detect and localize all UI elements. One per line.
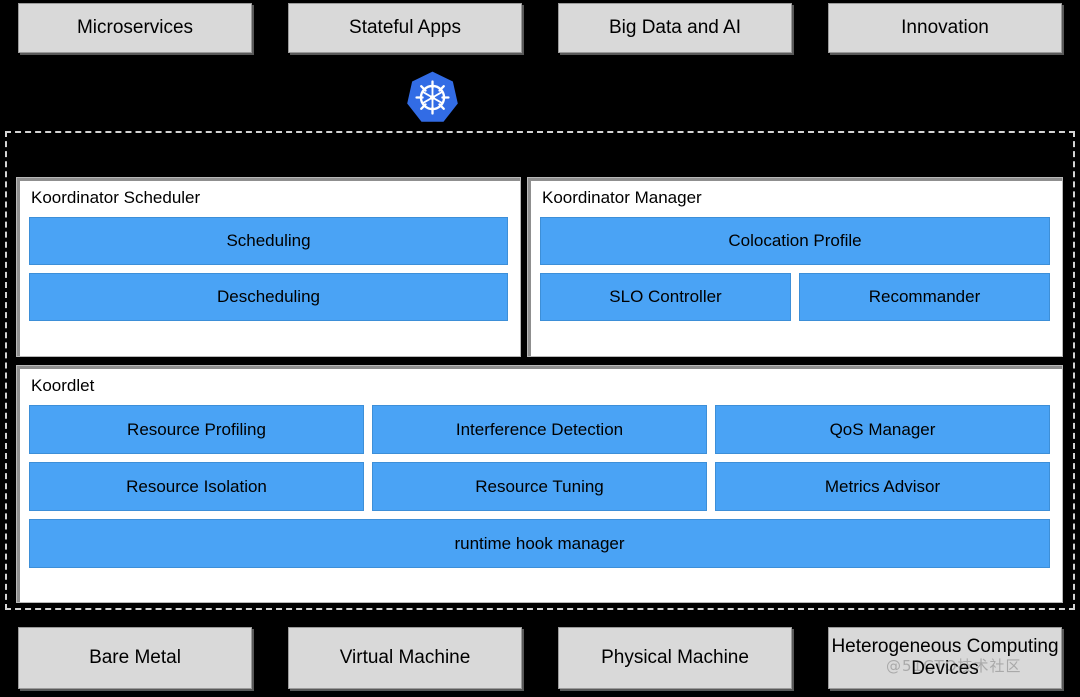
module-slo-controller[interactable]: SLO Controller [540,273,791,321]
infrastructure-box-bare-metal[interactable]: Bare Metal [18,627,252,689]
workload-slot: Stateful Apps [270,0,540,56]
koordlet-module-row: Resource Isolation Resource Tuning Metri… [29,462,1050,511]
infrastructure-box-physical-machine[interactable]: Physical Machine [558,627,792,689]
panel-title-koordlet: Koordlet [31,376,95,395]
module-resource-isolation[interactable]: Resource Isolation [29,462,364,511]
module-qos-manager[interactable]: QoS Manager [715,405,1050,454]
infrastructure-box-virtual-machine[interactable]: Virtual Machine [288,627,522,689]
kubernetes-icon [405,70,460,125]
infrastructure-box-heterogeneous-computing-devices[interactable]: Heterogeneous Computing Devices [828,627,1062,689]
infrastructure-slot: Physical Machine [540,622,810,697]
manager-module-row: SLO Controller Recommander [540,273,1050,321]
panel-title-manager: Koordinator Manager [542,188,702,207]
koordinator-container [5,131,1075,610]
infrastructure-row: Bare Metal Virtual Machine Physical Mach… [0,622,1080,697]
module-resource-profiling[interactable]: Resource Profiling [29,405,364,454]
infrastructure-slot: Bare Metal [0,622,270,697]
module-runtime-hook-manager[interactable]: runtime hook manager [29,519,1050,568]
workload-slot: Big Data and AI [540,0,810,56]
panel-koordinator-scheduler: Koordinator Scheduler Scheduling Desched… [16,177,521,357]
workload-box-stateful-apps[interactable]: Stateful Apps [288,3,522,53]
module-descheduling[interactable]: Descheduling [29,273,508,321]
panel-koordlet: Koordlet Resource Profiling Interference… [16,365,1063,603]
infrastructure-slot: Virtual Machine [270,622,540,697]
workload-box-microservices[interactable]: Microservices [18,3,252,53]
infrastructure-slot: Heterogeneous Computing Devices [810,622,1080,697]
module-colocation-profile[interactable]: Colocation Profile [540,217,1050,265]
module-resource-tuning[interactable]: Resource Tuning [372,462,707,511]
workload-row: Microservices Stateful Apps Big Data and… [0,0,1080,56]
module-metrics-advisor[interactable]: Metrics Advisor [715,462,1050,511]
module-scheduling[interactable]: Scheduling [29,217,508,265]
module-recommander[interactable]: Recommander [799,273,1050,321]
panel-title-scheduler: Koordinator Scheduler [31,188,201,207]
scheduler-module-row: Scheduling [29,217,508,265]
workload-slot: Microservices [0,0,270,56]
workload-box-big-data-and-ai[interactable]: Big Data and AI [558,3,792,53]
koordinator-control-plane-row: Koordinator Scheduler Scheduling Desched… [16,177,1063,357]
manager-module-row: Colocation Profile [540,217,1050,265]
scheduler-module-row: Descheduling [29,273,508,321]
koordlet-module-row: Resource Profiling Interference Detectio… [29,405,1050,454]
module-interference-detection[interactable]: Interference Detection [372,405,707,454]
workload-slot: Innovation [810,0,1080,56]
workload-box-innovation[interactable]: Innovation [828,3,1062,53]
panel-koordinator-manager: Koordinator Manager Colocation Profile S… [527,177,1063,357]
koordlet-module-row: runtime hook manager [29,519,1050,568]
